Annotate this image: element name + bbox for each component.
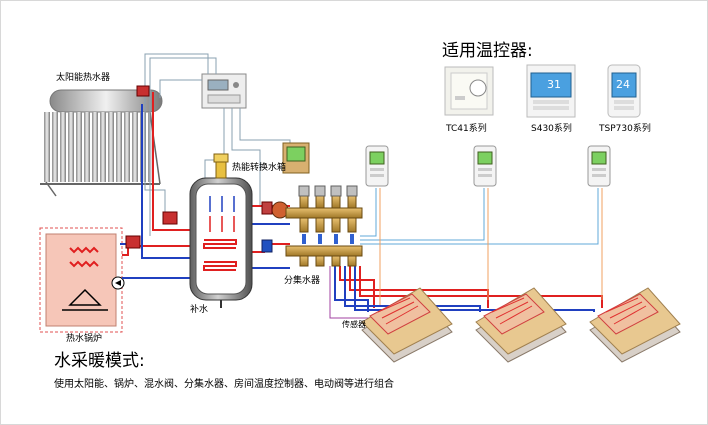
manifold xyxy=(261,185,363,267)
tsp730-label: TSP730系列 xyxy=(599,124,651,134)
room-thermostat-2 xyxy=(473,145,497,187)
heat-exchange-tank xyxy=(189,153,253,308)
sensor-label: 传感器 xyxy=(342,320,366,329)
room-thermostat-1 xyxy=(365,145,389,187)
boiler-pump xyxy=(111,276,125,290)
thermostats-title: 适用温控器: xyxy=(442,41,533,61)
product-tc41 xyxy=(444,66,494,116)
solar-water-heater xyxy=(40,89,163,197)
room-thermostat-3 xyxy=(587,145,611,187)
return-pipes xyxy=(120,104,595,312)
manifold-label: 分集水器 xyxy=(284,276,321,286)
floor-section-3 xyxy=(589,287,681,363)
product-s430 xyxy=(526,64,576,118)
sensor-wires xyxy=(379,188,603,305)
mode-title: 水采暖模式: xyxy=(54,351,145,371)
purple-wire xyxy=(329,266,372,319)
tc41-label: TC41系列 xyxy=(446,124,487,134)
product-tsp730 xyxy=(607,64,641,118)
s430-label: S430系列 xyxy=(531,124,572,134)
mode-description: 使用太阳能、锅炉、混水阀、分集水器、房间温度控制器、电动阀等进行组合 xyxy=(54,379,394,390)
tsp730-display: 24 xyxy=(616,78,630,91)
vacuum-tubes xyxy=(44,112,154,182)
tank-thermostat xyxy=(282,142,310,174)
makeup-water-label: 补水 xyxy=(190,305,209,315)
room-control-wires xyxy=(360,188,599,245)
solar-controller xyxy=(201,73,247,109)
floor-section-2 xyxy=(475,287,567,363)
boiler-label: 热水锅炉 xyxy=(66,334,103,344)
motor-valves xyxy=(125,85,178,249)
heat-exchange-tank-label: 热能转换水箱 xyxy=(232,163,287,173)
solar-heater-label: 太阳能热水器 xyxy=(56,73,111,83)
s430-display: 31 xyxy=(547,78,561,91)
water-boiler xyxy=(39,227,123,333)
floor-section-1 xyxy=(361,287,453,363)
